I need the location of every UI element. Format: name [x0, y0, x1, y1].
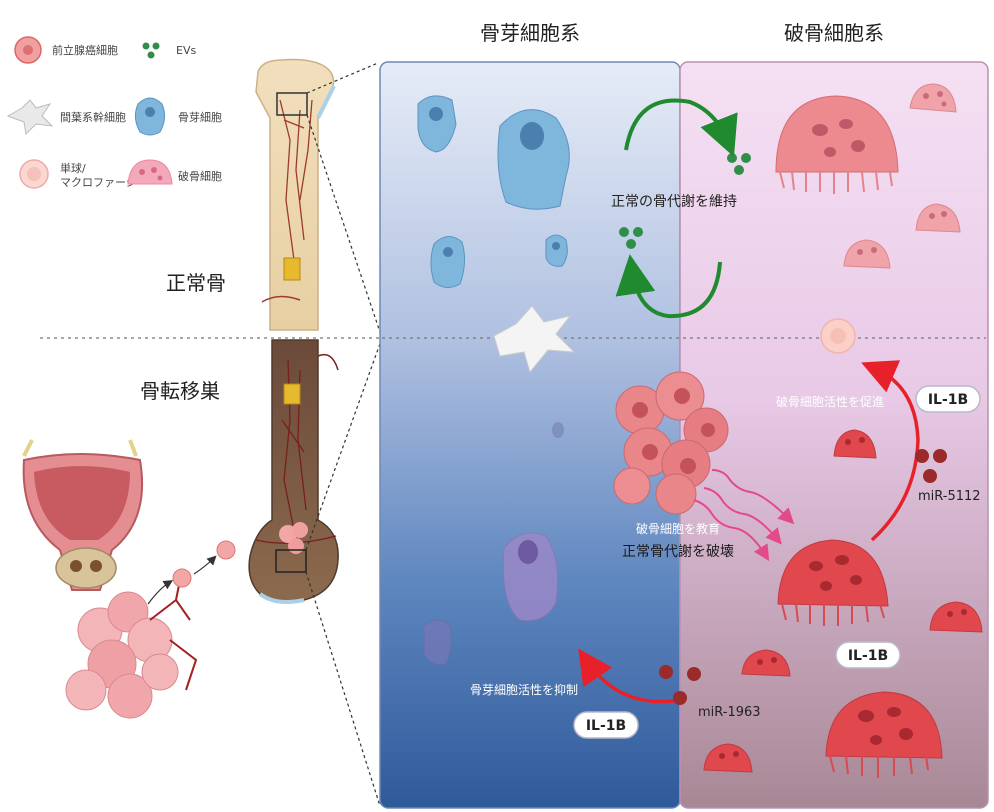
osteoblast-cell	[545, 234, 568, 267]
legend-prostate-cancer-cell: 前立腺癌細胞	[52, 43, 118, 57]
osteoclast-cell	[843, 239, 891, 269]
osteoclast-cell	[775, 95, 899, 194]
osteoblast-cell	[497, 109, 570, 210]
maintain-label: 正常の骨代謝を維持	[611, 194, 737, 210]
disrupt-label: 正常骨代謝を破壊	[622, 544, 734, 560]
zoom-line	[305, 571, 381, 807]
osteoclast-legend-icon	[127, 159, 173, 185]
wavy-signal-arrows	[693, 469, 795, 562]
normal-bone-label: 正常骨	[166, 271, 226, 295]
faded-cell	[552, 422, 564, 438]
il1b-badge: IL-1B	[835, 641, 901, 669]
active-osteoclast	[929, 601, 983, 633]
legend-evs: EVs	[176, 44, 196, 57]
osteoblast-cell-inhibited	[502, 532, 559, 622]
educate-label: 破骨細胞を教育	[636, 521, 720, 536]
active-osteoclast	[825, 691, 943, 778]
circulating-tumor-cells	[147, 540, 236, 605]
osteoblast-icon	[134, 97, 166, 136]
legend: 前立腺癌細胞 EVs 間葉系幹細胞 骨芽細胞 単球/ マクロファージ 破骨細胞	[6, 36, 222, 189]
prostate-organ	[22, 439, 144, 591]
osteoblast-cell	[430, 236, 466, 288]
osteoblast-cell	[417, 95, 457, 153]
il1b-label: IL-1B	[586, 718, 626, 734]
active-osteoclast	[741, 649, 791, 677]
primary-tumor	[65, 579, 198, 719]
active-osteoclast	[833, 429, 877, 459]
il1b-label: IL-1B	[848, 648, 888, 664]
bone-metastasis-label: 骨転移巣	[140, 379, 220, 403]
legend-osteoclast: 破骨細胞	[178, 169, 222, 183]
zoom-line	[305, 337, 383, 551]
red-arrow-inhibit	[578, 648, 681, 704]
tumor-cluster	[613, 371, 729, 515]
promote-label: 破骨細胞活性を促進	[776, 394, 884, 409]
green-arrow-bottom	[615, 254, 722, 319]
il1b-badge: IL-1B	[915, 385, 981, 413]
ev-cluster	[619, 227, 643, 249]
osteoblast-lineage-title: 骨芽細胞系	[480, 21, 580, 45]
mir5112-label: miR-5112	[918, 489, 981, 504]
msc-cell	[493, 305, 576, 374]
legend-msc: 間葉系幹細胞	[60, 110, 126, 124]
zoom-line	[306, 62, 379, 94]
legend-osteoblast: 骨芽細胞	[178, 110, 222, 124]
il1b-badge: IL-1B	[573, 711, 639, 739]
msc-icon	[6, 99, 54, 136]
legend-monocyte-line1: 単球/	[60, 161, 86, 175]
il1b-label: IL-1B	[928, 392, 968, 408]
normal-bone	[255, 58, 336, 331]
legend-monocyte-line2: マクロファージ	[60, 176, 137, 189]
active-osteoclast	[703, 743, 753, 773]
osteoclast-cell	[909, 83, 957, 113]
osteoclast-panel	[679, 61, 989, 809]
red-arrow-promote	[861, 360, 920, 542]
monocyte-cell	[820, 318, 856, 354]
metastatic-bone	[248, 339, 339, 604]
mir1963-cluster	[659, 665, 701, 705]
osteoblast-cell-inhibited	[423, 619, 452, 666]
prostate-cancer-cell-icon	[14, 36, 42, 64]
monocyte-icon	[19, 159, 49, 189]
active-osteoclast	[777, 539, 889, 626]
mir5112-cluster	[915, 449, 947, 483]
mir1963-label: miR-1963	[698, 705, 761, 720]
osteoclast-cell	[915, 203, 961, 233]
green-arrow-top	[624, 98, 738, 157]
ev-icon	[142, 42, 160, 59]
inhibit-label: 骨芽細胞活性を抑制	[470, 682, 578, 697]
osteoclast-lineage-title: 破骨細胞系	[784, 21, 884, 45]
